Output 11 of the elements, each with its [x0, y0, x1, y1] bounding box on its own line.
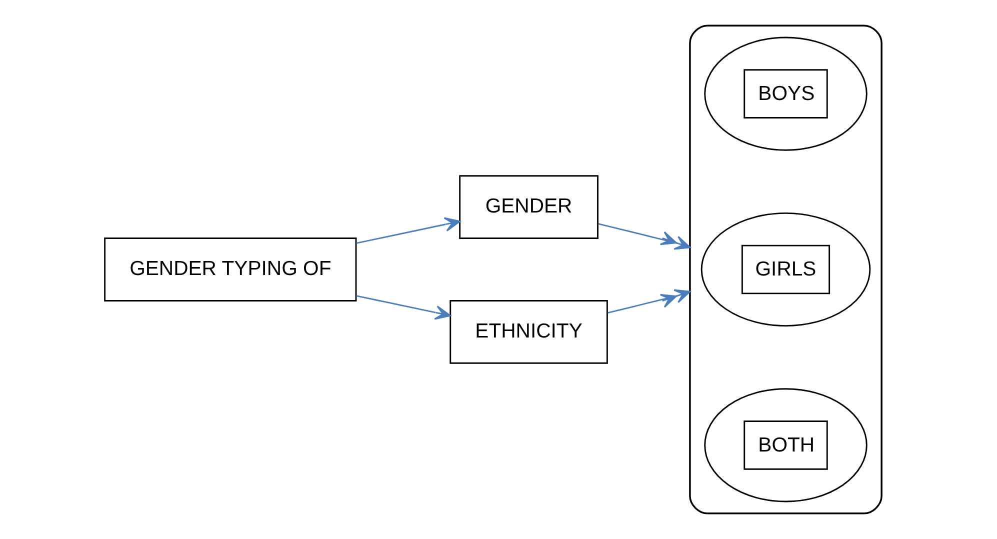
arrow: [598, 223, 690, 250]
node-box: ETHNICITY: [449, 300, 608, 364]
arrow: [607, 289, 690, 314]
arrow: [356, 217, 460, 244]
node-ellipse: BOTH: [704, 388, 867, 502]
node-box: GENDER TYPING OF: [104, 238, 356, 302]
arrow: [356, 295, 450, 320]
node-ellipse: BOYS: [704, 36, 867, 151]
node-box: GENDER: [458, 175, 598, 239]
node-ellipse: GIRLS: [700, 212, 870, 327]
cluster: [688, 24, 882, 514]
